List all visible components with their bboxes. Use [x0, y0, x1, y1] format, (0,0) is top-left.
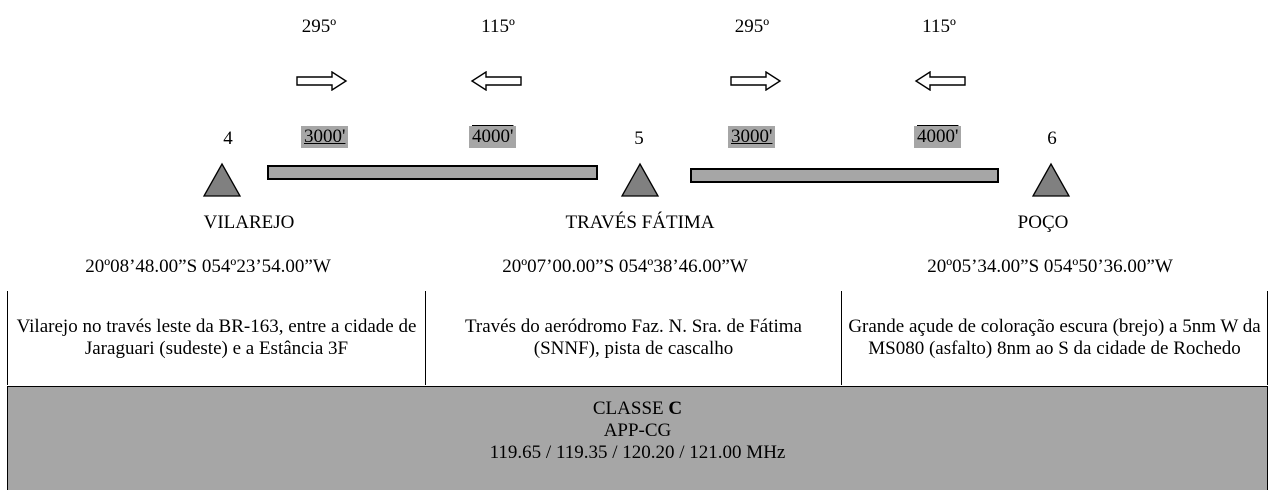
leg1-outbound-altitude: 3000' — [301, 126, 349, 148]
description-row: Vilarejo no través leste da BR-163, entr… — [7, 291, 1268, 385]
airspace-class-letter: C — [668, 398, 683, 419]
point-4-number: 4 — [223, 128, 233, 149]
point-6-name: POÇO — [1017, 212, 1069, 233]
leg1-outbound-heading: 295º — [301, 16, 337, 37]
leg1-inbound-altitude: 4000' — [469, 126, 517, 148]
leg2-inbound-heading: 115º — [922, 16, 956, 37]
frequencies: 119.65 / 119.35 / 120.20 / 121.00 MHz — [489, 442, 786, 463]
point-6-number: 6 — [1047, 128, 1057, 149]
right-arrow-icon — [730, 71, 782, 91]
point-4-description: Vilarejo no través leste da BR-163, entr… — [8, 291, 426, 385]
point-6-description: Grande açude de coloração escura (brejo)… — [848, 316, 1261, 359]
point-5-description: Través do aeródromo Faz. N. Sra. de Fáti… — [426, 291, 842, 385]
airspace-class-prefix: CLASSE — [592, 398, 669, 419]
right-arrow-icon — [296, 71, 348, 91]
control-unit: APP-CG — [603, 420, 672, 441]
point-5-coordinates: 20º07’00.00”S 054º38’46.00”W — [502, 256, 748, 277]
leg2-outbound-altitude: 3000' — [728, 126, 776, 148]
point-5-name: TRAVÉS FÁTIMA — [565, 212, 715, 233]
waypoint-triangle-icon — [620, 162, 660, 197]
airspace-info-footer: CLASSE C APP-CG 119.65 / 119.35 / 120.20… — [7, 386, 1268, 490]
airspace-class: CLASSE C — [8, 398, 1267, 420]
point-4-name: VILAREJO — [203, 212, 295, 233]
point-4-coordinates: 20º08’48.00”S 054º23’54.00”W — [85, 256, 331, 277]
leg2-inbound-altitude: 4000' — [914, 126, 962, 148]
leg2-outbound-heading: 295º — [734, 16, 770, 37]
waypoint-triangle-icon — [202, 162, 242, 197]
left-arrow-icon — [470, 71, 522, 91]
route-segment-bar — [267, 165, 598, 180]
point-5-number: 5 — [634, 128, 644, 149]
leg1-inbound-heading: 115º — [481, 16, 515, 37]
route-segment-bar — [690, 168, 999, 183]
left-arrow-icon — [914, 71, 966, 91]
point-6-coordinates: 20º05’34.00”S 054º50’36.00”W — [927, 256, 1173, 277]
waypoint-triangle-icon — [1031, 162, 1071, 197]
